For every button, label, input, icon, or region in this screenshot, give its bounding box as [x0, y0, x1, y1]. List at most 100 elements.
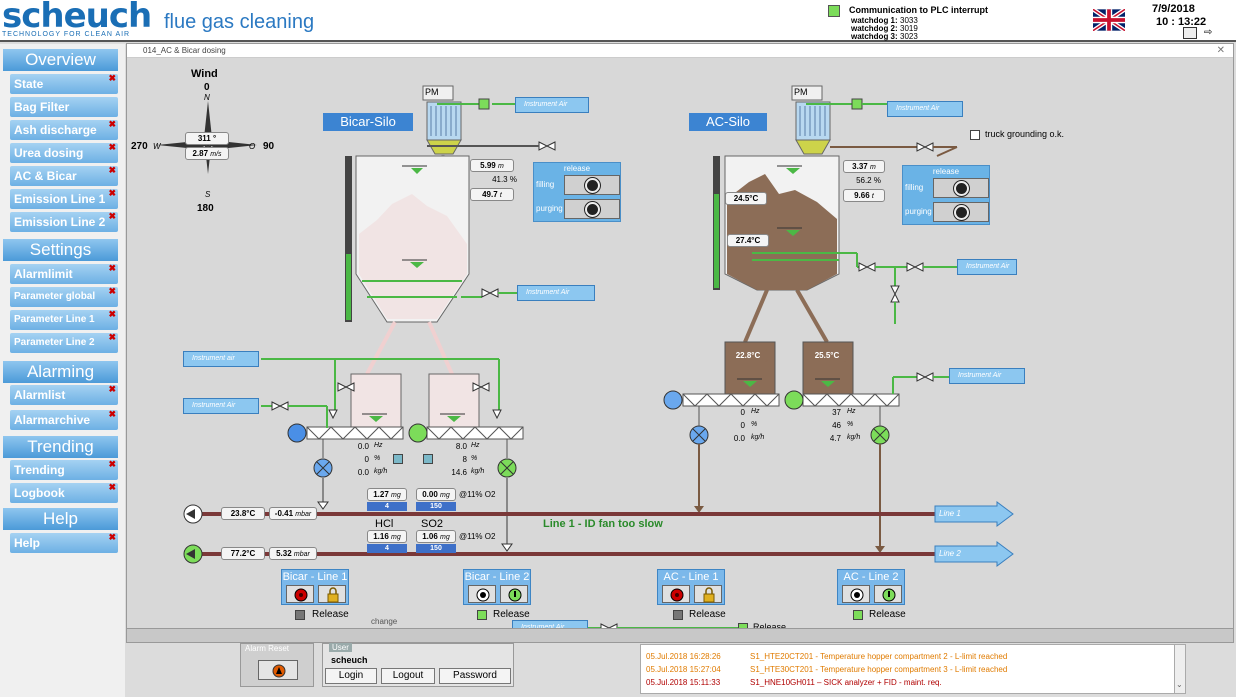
- scroll-down-icon[interactable]: ⌄: [1176, 680, 1183, 689]
- ac-l2-hz: 37: [832, 408, 841, 417]
- alarm-reset-button[interactable]: [258, 660, 298, 680]
- bicar-filling-label: filling: [536, 180, 555, 189]
- kgh-unit: kg/h: [847, 434, 861, 441]
- sidebar-heading-overview[interactable]: Overview: [3, 49, 118, 71]
- bicar-level-value: 5.99: [480, 161, 496, 170]
- line1-hcl-value: 1.27: [373, 490, 389, 499]
- ac-level: 3.37 m: [843, 160, 885, 173]
- sidebar-item-label: Emission Line 1: [14, 192, 106, 206]
- sidebar-item-label: AC & Bicar: [14, 169, 77, 183]
- line2-label: Line 2: [939, 549, 961, 558]
- bicar-line2-title: Bicar - Line 2: [464, 571, 530, 583]
- so2-label: SO2: [421, 518, 444, 530]
- wind-s: S: [205, 190, 211, 199]
- close-icon[interactable]: ✕: [1216, 45, 1225, 56]
- sidebar-item-help[interactable]: Help✖: [10, 532, 118, 553]
- line1-hcl: 1.27 mg: [367, 488, 407, 501]
- bicar-release-title: release: [563, 164, 591, 173]
- message-scrollbar[interactable]: ⌄: [1174, 644, 1186, 694]
- sidebar-heading-settings[interactable]: Settings: [3, 239, 118, 261]
- wind-speed-unit: m/s: [210, 151, 222, 158]
- sidebar-item-label: Alarmlist: [14, 388, 66, 402]
- bicar-release-panel: release filling purging: [533, 162, 621, 222]
- ac-purging-button[interactable]: [933, 202, 989, 222]
- line1-so2-value: 0.00: [422, 490, 438, 499]
- bicar-dosing-instrument-air-2: Instrument Air: [183, 398, 259, 414]
- sidebar-heading-trending[interactable]: Trending: [3, 436, 118, 458]
- line1-pressure: -0.41 mbar: [269, 507, 317, 520]
- ac-line2-power-button[interactable]: [874, 585, 902, 603]
- watchdog-3-label: watchdog 3:: [851, 32, 898, 41]
- sidebar-item-label: Ash discharge: [14, 123, 97, 137]
- sidebar-item-alarmlist[interactable]: Alarmlist ✖: [10, 384, 118, 405]
- sidebar-item-emission-line-2[interactable]: Emission Line 2✖: [10, 211, 118, 232]
- hz-unit: Hz: [751, 408, 760, 415]
- ac-line2-mode-button[interactable]: [842, 585, 870, 603]
- sidebar-item-trending[interactable]: Trending✖: [10, 459, 118, 480]
- sidebar-item-parameter-global[interactable]: Parameter global✖: [10, 286, 118, 307]
- bicar-line1-lock-button[interactable]: [318, 585, 346, 603]
- logout-button[interactable]: Logout: [381, 668, 435, 684]
- bicar-l2-mode-icon[interactable]: [423, 454, 433, 464]
- bicar-pm-box: [422, 85, 454, 101]
- line2-hcl-limit: 4: [367, 544, 407, 553]
- uk-flag-icon[interactable]: [1093, 9, 1125, 31]
- sidebar-item-label: Logbook: [14, 486, 65, 500]
- sidebar-item-ac-bicar[interactable]: AC & Bicar✖: [10, 165, 118, 186]
- bicar-filling-button[interactable]: [564, 175, 620, 195]
- bicar-purging-label: purging: [536, 204, 563, 213]
- bicar-line1-title: Bicar - Line 1: [282, 571, 348, 583]
- alarm-marker-icon: ✖: [108, 384, 116, 394]
- sidebar-item-bag-filter[interactable]: Bag Filter: [10, 97, 118, 117]
- sidebar-item-urea-dosing[interactable]: Urea dosing ✖: [10, 142, 118, 163]
- login-button[interactable]: Login: [325, 668, 377, 684]
- sidebar-item-parameter-line-1[interactable]: Parameter Line 1 ✖: [10, 309, 118, 330]
- ac-line1-stop-button[interactable]: [662, 585, 690, 603]
- pct-unit: %: [751, 421, 758, 428]
- ac-filling-button[interactable]: [933, 178, 989, 198]
- sidebar-item-alarmarchive[interactable]: Alarmarchive✖: [10, 409, 118, 430]
- bicar-purging-button[interactable]: [564, 199, 620, 219]
- pct-unit: %: [847, 421, 854, 428]
- ac-line2-title: AC - Line 2: [843, 571, 899, 583]
- sidebar-item-label: Parameter Line 1: [14, 314, 95, 325]
- sidebar-item-ash-discharge[interactable]: Ash discharge✖: [10, 119, 118, 140]
- change-label: change: [371, 617, 411, 626]
- alarm-marker-icon: ✖: [108, 142, 116, 152]
- bicar-line2-power-button[interactable]: [500, 585, 528, 603]
- message-date: 05.Jul.2018 15:11:33: [646, 678, 721, 687]
- bicar-l1-mode-icon[interactable]: [393, 454, 403, 464]
- hz-unit: Hz: [374, 442, 383, 449]
- sidebar-item-label: Help: [14, 536, 41, 550]
- bicar-l1-pct: 0: [364, 455, 369, 464]
- sidebar-item-emission-line-1[interactable]: Emission Line 1✖: [10, 188, 118, 209]
- sidebar-heading-alarming[interactable]: Alarming: [3, 361, 118, 383]
- alarm-marker-icon: ✖: [108, 332, 116, 342]
- line2-o2-ref: @11% O2: [459, 532, 496, 541]
- sidebar-item-alarmlimit[interactable]: Alarmlimit✖: [10, 263, 118, 284]
- line1-so2-limit: 150: [416, 502, 456, 511]
- bicar-line1-stop-button[interactable]: [286, 585, 314, 603]
- line2-so2-value: 1.06: [422, 532, 438, 541]
- sidebar-heading-help[interactable]: Help: [3, 508, 118, 530]
- exit-icon[interactable]: ⇨: [1204, 27, 1213, 38]
- bicar-line2-mode-button[interactable]: [468, 585, 496, 603]
- bicar-filter: [426, 101, 462, 141]
- sidebar-item-label: State: [14, 77, 44, 91]
- sidebar-item-parameter-line-2[interactable]: Parameter Line 2 ✖: [10, 332, 118, 353]
- alarm-marker-icon: ✖: [108, 309, 116, 319]
- change-label-text: change: [371, 617, 398, 626]
- save-icon[interactable]: [1183, 27, 1197, 39]
- password-button[interactable]: Password: [439, 668, 511, 684]
- ac-release-title: release: [932, 167, 960, 176]
- bicar-line2-release-label: Release: [493, 609, 530, 620]
- watchdog-3-value: 3023: [900, 32, 918, 41]
- sidebar-item-state[interactable]: State✖: [10, 73, 118, 94]
- sidebar-item-label: Urea dosing: [14, 146, 84, 160]
- ac-line1-lock-button[interactable]: [694, 585, 722, 603]
- sidebar-item-logbook[interactable]: Logbook✖: [10, 482, 118, 503]
- sidebar-item-label: Parameter Line 2: [14, 337, 95, 348]
